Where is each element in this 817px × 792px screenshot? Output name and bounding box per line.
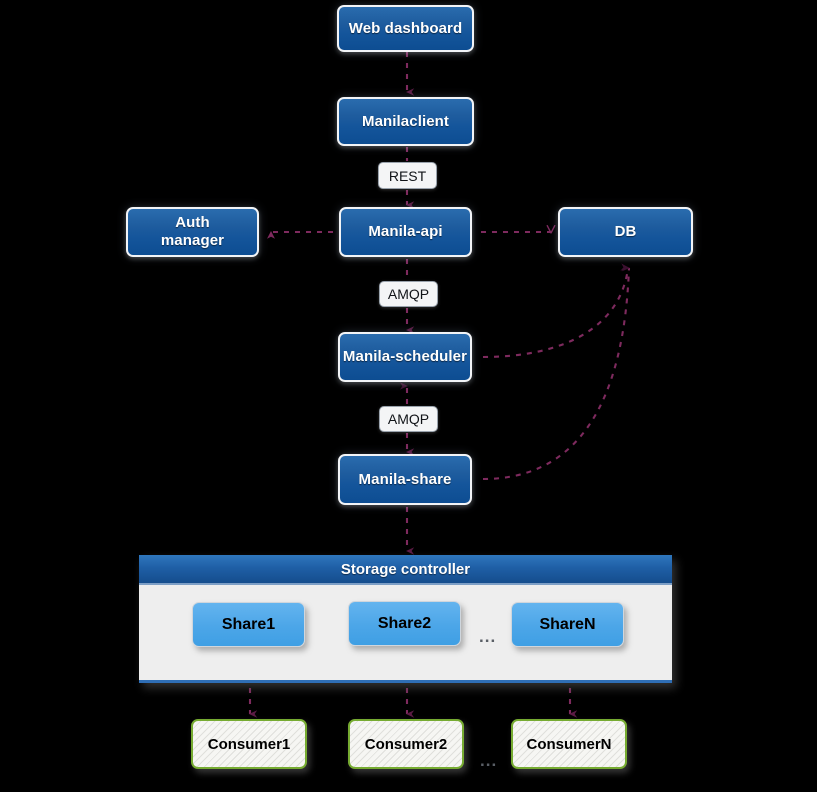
consumer-box-consumern[interactable]: ConsumerN: [511, 719, 627, 769]
shares-ellipsis: ...: [479, 628, 496, 645]
share-box-sharen-label: ShareN: [539, 615, 596, 633]
node-manila-share-label: Manila-share: [358, 470, 452, 488]
share-box-share1[interactable]: Share1: [192, 602, 305, 647]
node-manila-api[interactable]: Manila-api: [339, 207, 472, 257]
node-db[interactable]: DB: [558, 207, 693, 257]
label-rest: REST: [378, 162, 437, 189]
consumers-ellipsis-text: ...: [480, 751, 498, 770]
storage-controller-header: Storage controller: [139, 555, 672, 585]
label-rest-text: REST: [388, 167, 427, 184]
share-box-sharen[interactable]: ShareN: [511, 602, 624, 647]
share-box-share2-label: Share2: [377, 614, 432, 632]
node-manila-share[interactable]: Manila-share: [338, 454, 472, 505]
node-auth-manager[interactable]: Auth manager: [126, 207, 259, 257]
node-manila-api-label: Manila-api: [368, 223, 443, 241]
consumer-box-consumer2-label: Consumer2: [364, 735, 448, 753]
label-amqp-1-text: AMQP: [387, 286, 430, 302]
node-auth-manager-label-line1: Auth: [175, 214, 210, 231]
consumer-box-consumern-label: ConsumerN: [526, 735, 612, 753]
node-db-label: DB: [614, 223, 637, 241]
wire-scheduler-to-db: [482, 263, 630, 359]
label-amqp-2-text: AMQP: [387, 411, 430, 427]
label-amqp-1: AMQP: [379, 281, 438, 307]
node-auth-manager-label-line2: manager: [160, 232, 225, 249]
node-manila-scheduler[interactable]: Manila-scheduler: [338, 332, 472, 382]
consumer-box-consumer1-label: Consumer1: [207, 735, 291, 753]
share-box-share2[interactable]: Share2: [348, 601, 461, 646]
storage-controller-title: Storage controller: [340, 560, 471, 578]
node-web-dashboard[interactable]: Web dashboard: [337, 5, 474, 52]
consumers-ellipsis: ...: [480, 752, 497, 769]
consumer-box-consumer2[interactable]: Consumer2: [348, 719, 464, 769]
node-manilaclient[interactable]: Manilaclient: [337, 97, 474, 146]
wire-mshare-to-db: [482, 264, 631, 481]
node-web-dashboard-label: Web dashboard: [348, 19, 463, 37]
consumer-box-consumer1[interactable]: Consumer1: [191, 719, 307, 769]
node-manilaclient-label: Manilaclient: [361, 112, 450, 130]
node-manila-scheduler-label: Manila-scheduler: [342, 348, 468, 366]
share-box-share1-label: Share1: [221, 615, 276, 633]
label-amqp-2: AMQP: [379, 406, 438, 432]
shares-ellipsis-text: ...: [479, 627, 497, 646]
